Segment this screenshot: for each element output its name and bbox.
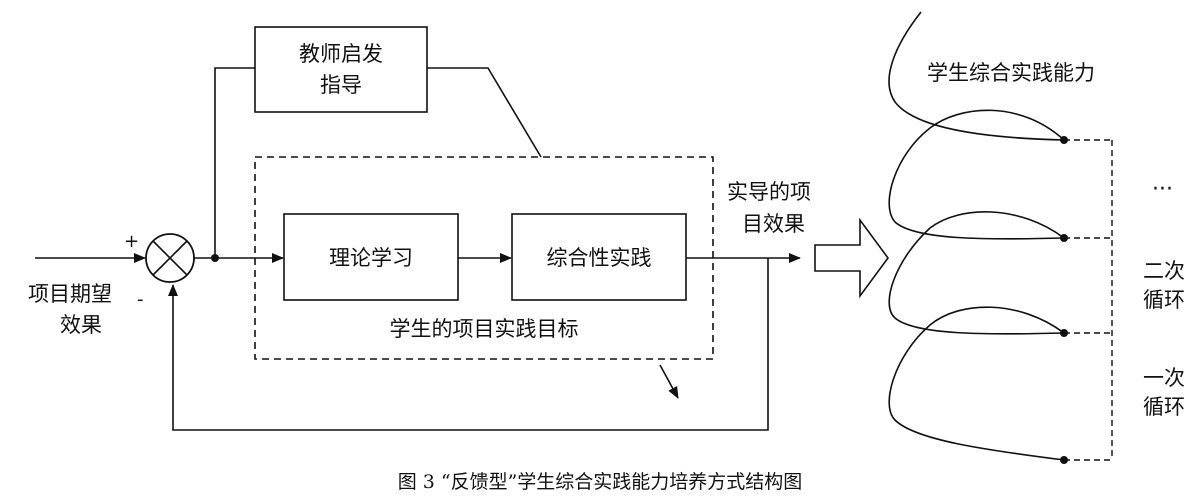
teacher-box-line1: 教师启发 (299, 42, 383, 66)
output-label-line1: 实导的项 (727, 180, 811, 204)
feedback-line (168, 258, 769, 431)
teacher-box-line2: 指导 (320, 73, 362, 97)
figure-caption: 图 3 “反馈型”学生综合实践能力培养方式结构图 (398, 471, 803, 493)
first-loop-label-line2: 循环 (1143, 395, 1185, 419)
output-label-line2: 目效果 (742, 212, 805, 236)
theory-learning-box (283, 213, 459, 301)
ability-spiral (888, 11, 1065, 461)
target-box-label: 学生的项目实践目标 (390, 317, 579, 341)
teacher-guidance-box (254, 26, 428, 113)
loop-bracket (1064, 139, 1113, 461)
input-label-line1: 项目期望 (28, 282, 112, 306)
teacher-branch-line (214, 67, 255, 258)
first-loop-label-line1: 一次 (1143, 366, 1185, 390)
spiral-title: 学生综合实践能力 (927, 61, 1095, 85)
second-loop-label-line2: 循环 (1143, 288, 1185, 312)
target-outflow-arrow (659, 364, 679, 399)
minus-sign: - (137, 289, 144, 310)
input-label-line2: 效果 (60, 313, 102, 337)
practice-box-label: 综合性实践 (547, 246, 652, 270)
spiral-ellipsis: ··· (1152, 177, 1173, 202)
summing-junction (145, 233, 195, 283)
theory-box-label: 理论学习 (329, 246, 413, 270)
second-loop-label-line1: 二次 (1143, 259, 1185, 283)
teacher-to-target-line (427, 67, 542, 158)
plus-sign: + (124, 231, 139, 252)
large-hollow-arrow (814, 217, 889, 299)
comprehensive-practice-box (511, 213, 687, 301)
